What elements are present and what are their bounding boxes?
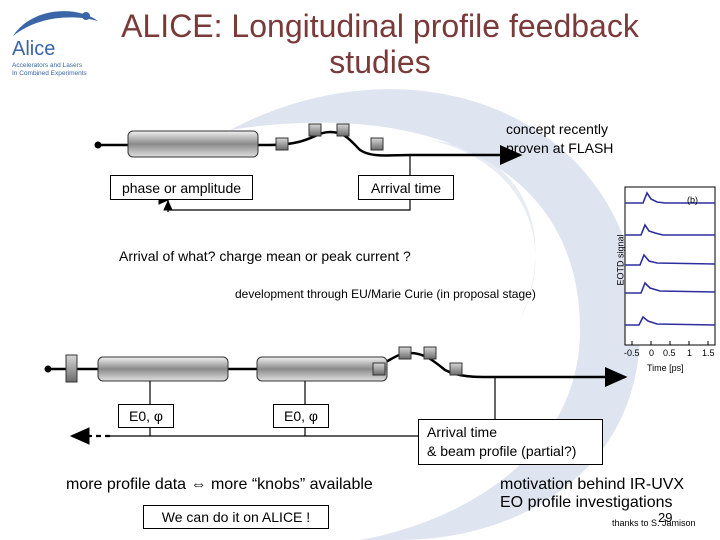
alice-logo: Alice Accelerators and Lasers In Combine…: [8, 6, 108, 81]
magnet-block: [370, 137, 384, 151]
cavity-block: [97, 356, 229, 382]
title-line-2: studies: [329, 44, 431, 80]
concept-note: concept recently proven at FLASH: [506, 120, 613, 158]
thanks-note: thanks to S. Jamison: [612, 518, 696, 528]
magnet-block: [398, 346, 412, 360]
e0-phi-box-1: E0, φ: [118, 404, 174, 428]
inset-xlabel: Time [ps]: [647, 363, 684, 373]
xtick-label: 0: [649, 348, 655, 358]
logo-swoosh-icon: [13, 11, 98, 36]
inset-axes: [624, 186, 716, 346]
magnet-block: [372, 362, 386, 376]
title-line-1: ALICE: Longitudinal profile feedback: [121, 8, 639, 44]
cavity-block: [127, 130, 259, 158]
page-number: 29: [658, 510, 673, 525]
more-profile-text: more profile data ⇔ more “knobs” availab…: [66, 476, 373, 493]
logo-tagline-1: Accelerators and Lasers: [12, 62, 83, 69]
xtick-label: -0.5: [624, 348, 640, 358]
eotd-traces: [625, 191, 716, 326]
magnet-block: [275, 137, 289, 151]
eotd-inset-plot: (b) EOTD signal -0.5 0 0.5 1 1.5 Time [p…: [605, 185, 720, 375]
logo-tagline-2: In Combined Experiments: [12, 70, 87, 77]
arrival-question: Arrival of what? charge mean or peak cur…: [119, 248, 411, 264]
slide-title: ALICE: Longitudinal profile feedback stu…: [100, 8, 660, 80]
motivation-line-1: motivation behind IR-UVX: [500, 476, 685, 493]
motivation-text: motivation behind IR-UVX EO profile inve…: [500, 476, 684, 512]
magnet-block: [308, 123, 322, 137]
arrival-time-box: Arrival time: [358, 175, 454, 200]
motivation-line-2: EO profile investigations: [500, 494, 673, 511]
upper-beamline: [94, 123, 523, 212]
magnet-block: [336, 123, 350, 137]
development-note: development through EU/Marie Curie (in p…: [235, 287, 536, 301]
lower-beamline: [44, 346, 628, 445]
panel-label: (b): [687, 195, 698, 205]
logo-name: Alice: [12, 38, 56, 60]
magnet-block: [65, 354, 78, 383]
arrival-beam-line-2: & beam profile (partial?): [427, 443, 577, 459]
phase-amplitude-box: phase or amplitude: [110, 175, 253, 200]
concept-note-line-1: concept recently: [506, 121, 608, 137]
xtick-label: 1.5: [702, 348, 715, 358]
concept-note-line-2: proven at FLASH: [506, 140, 614, 156]
e0-phi-box-2: E0, φ: [273, 404, 329, 428]
we-can-box: We can do it on ALICE !: [143, 505, 329, 529]
inset-ylabel: EOTD signal: [615, 234, 626, 286]
magnet-block: [423, 346, 437, 360]
arrival-beam-profile-box: Arrival time & beam profile (partial?): [418, 419, 603, 465]
xtick-label: 1: [687, 348, 693, 358]
xtick-label: 0.5: [663, 348, 676, 358]
magnet-block: [449, 362, 463, 376]
cavity-block: [256, 356, 388, 382]
arrival-beam-line-1: Arrival time: [427, 424, 498, 440]
